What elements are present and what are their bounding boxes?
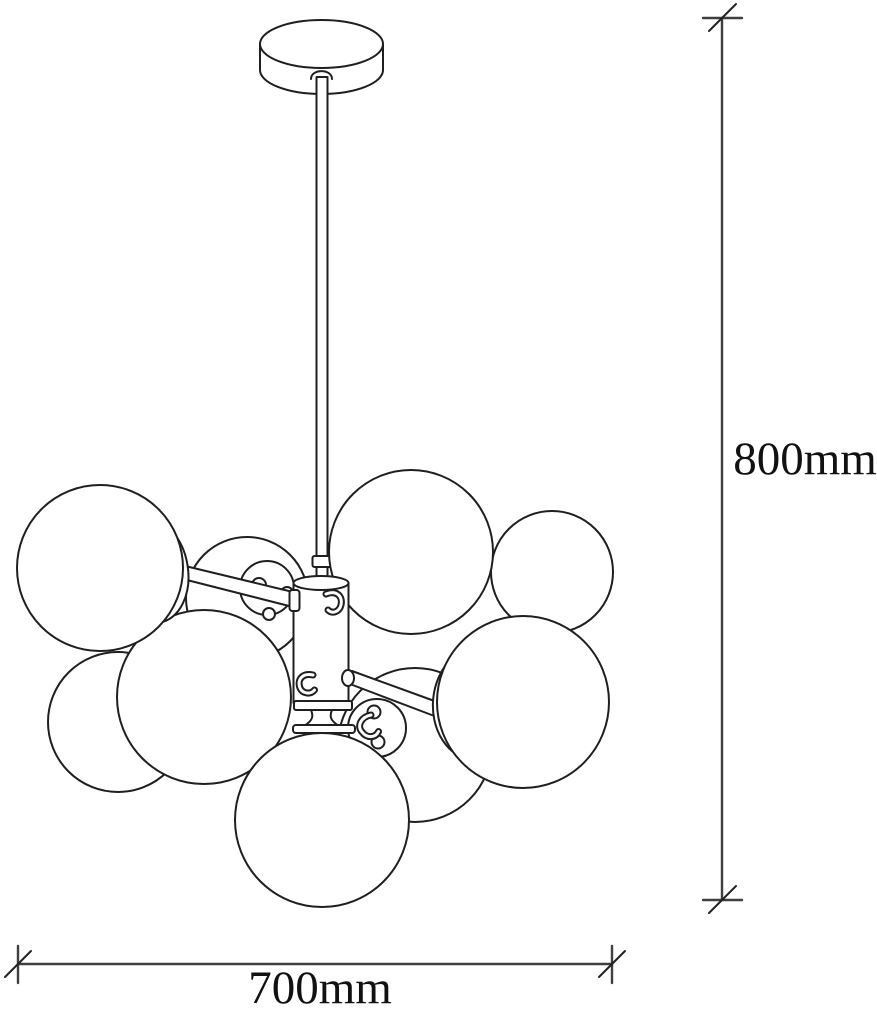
height-dimension — [701, 3, 744, 914]
hub-spindle — [303, 709, 340, 727]
stem-rod — [315, 76, 329, 584]
hook-lower-left-icon — [295, 671, 318, 697]
height-dim-top-slash — [708, 3, 737, 32]
globe-right — [436, 615, 610, 789]
hook-upper-icon — [322, 589, 345, 616]
globe-top-center — [328, 469, 494, 635]
hub-bottom-plate — [292, 724, 356, 734]
central-hub — [292, 575, 356, 734]
height-dimension-label: 800mm — [733, 433, 877, 485]
width-dim-right-slash — [598, 950, 626, 978]
globe-bottom — [234, 732, 410, 908]
width-dim-left-slash — [4, 950, 32, 978]
globe-top-left — [16, 484, 184, 652]
globe-upper-right — [490, 510, 614, 634]
width-dimension-label: 700mm — [248, 962, 392, 1014]
width-dimension — [4, 944, 626, 985]
globe-mid-left — [116, 609, 292, 785]
arm-boss-left — [288, 589, 301, 612]
height-dim-bottom-slash — [708, 885, 737, 914]
hub-flange — [293, 700, 353, 711]
arm-boss-right — [341, 669, 355, 687]
hook-lower-right-icon — [356, 711, 382, 741]
